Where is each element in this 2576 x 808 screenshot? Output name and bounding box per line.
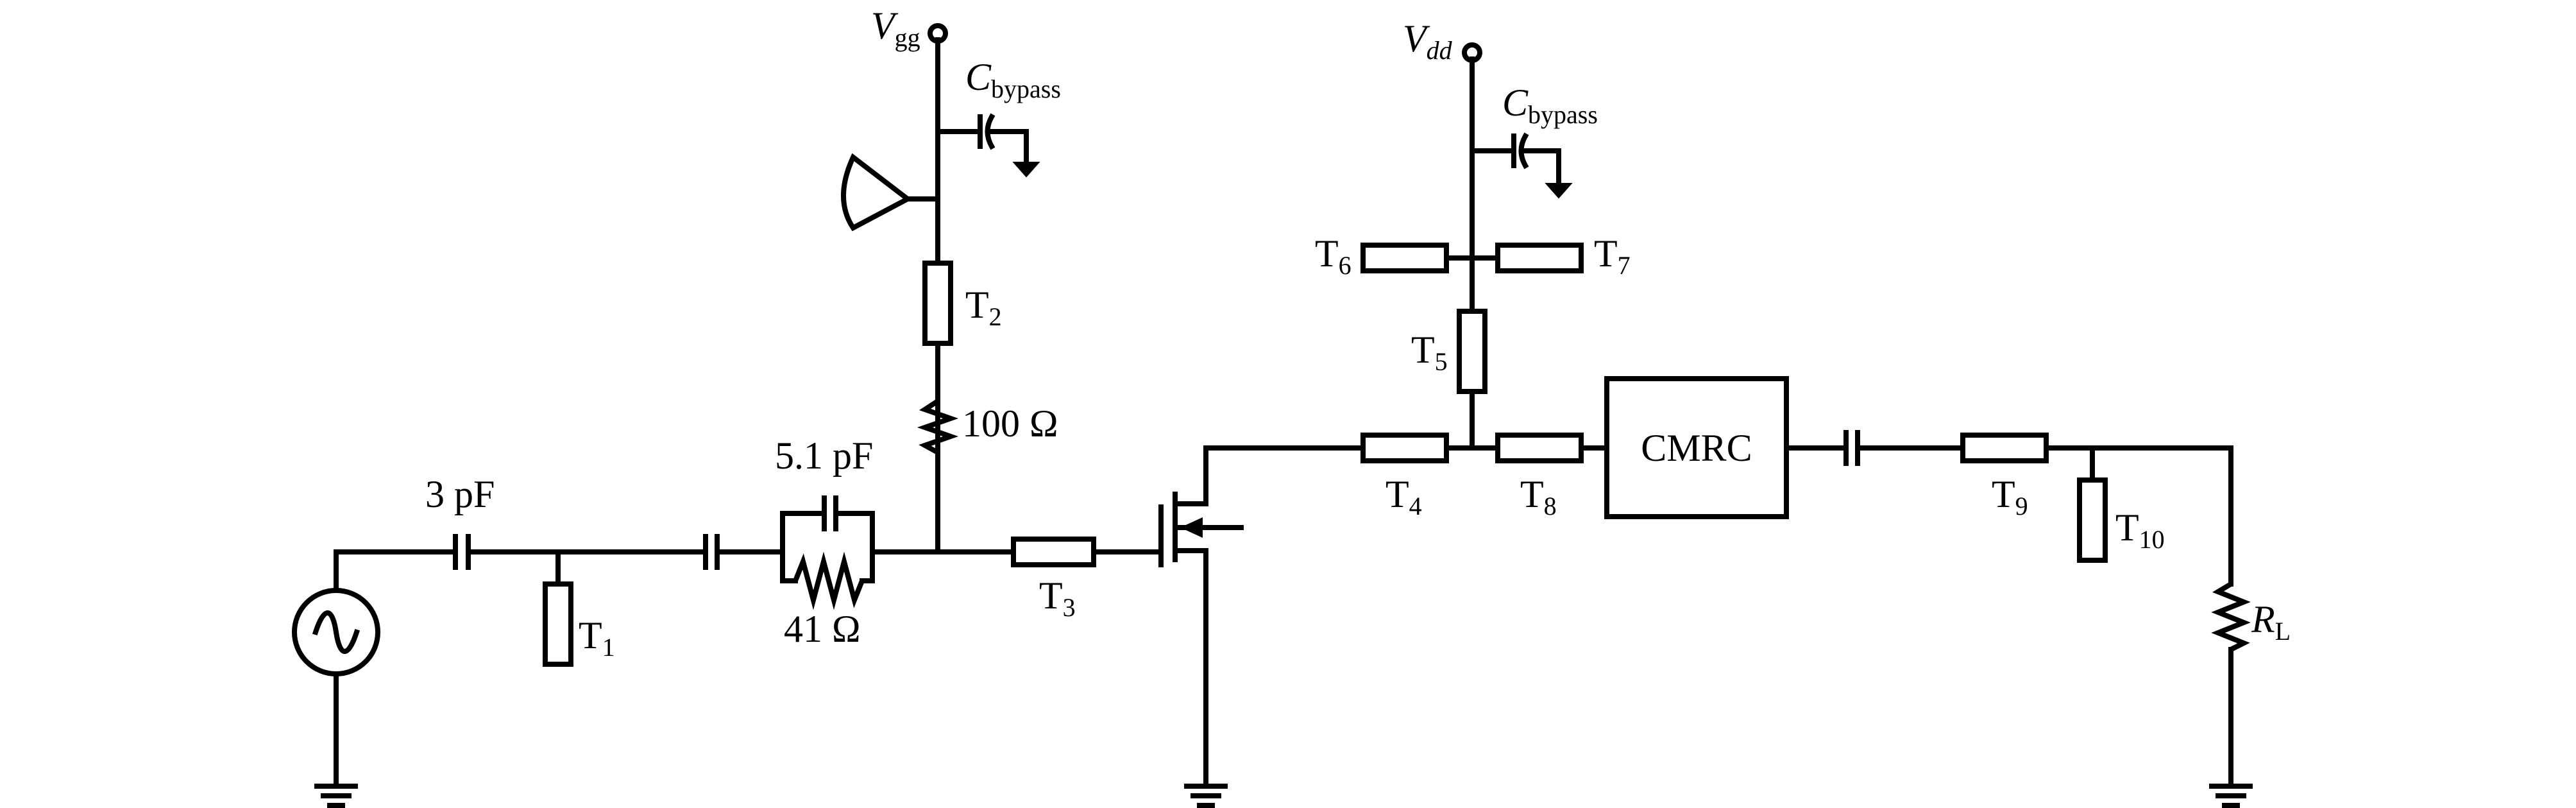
vgg-terminal: [928, 23, 948, 44]
label-t4: T4: [1385, 473, 1422, 520]
stub-t10: [2077, 477, 2108, 563]
line-t3: [1011, 537, 1096, 567]
label-t10: T10: [2115, 506, 2165, 554]
label-vgg: Vgg: [871, 4, 920, 52]
label-rl: RL: [2251, 598, 2291, 646]
gate-bypass-ground-icon: [1012, 162, 1040, 178]
ac-source: [292, 588, 380, 676]
resistor-100-ohm: [917, 396, 959, 455]
label-t9: T9: [1992, 473, 2028, 520]
line-t9: [1960, 433, 2049, 463]
label-t7: T7: [1594, 232, 1631, 280]
label-t5: T5: [1411, 329, 1448, 376]
label-cbypass-gate: Cbypass: [965, 56, 1061, 103]
label-vdd: Vdd: [1403, 17, 1453, 65]
stub-t1: [543, 581, 573, 667]
transistor-icon: [1158, 447, 1244, 789]
label-100-ohm: 100 Ω: [962, 402, 1058, 445]
label-5-1pf: 5.1 pF: [775, 434, 873, 477]
capacitor-bypass-gate: [935, 113, 1029, 166]
label-cbypass-drain: Cbypass: [1502, 82, 1598, 129]
drain-line: [1203, 445, 1366, 452]
label-41-ohm: 41 Ω: [784, 608, 861, 650]
load-ground-icon: [2209, 784, 2253, 808]
source-ground-icon: [314, 671, 358, 808]
drain-bypass-ground-icon: [1545, 183, 1573, 199]
label-3pf: 3 pF: [425, 473, 495, 515]
label-t8: T8: [1520, 473, 1557, 520]
line-t4: [1360, 433, 1449, 463]
label-t3: T3: [1039, 574, 1076, 622]
stub-t7: [1495, 243, 1584, 273]
rc-stabilizer: [780, 495, 875, 610]
stub-t6: [1360, 243, 1449, 273]
line-t2: [922, 261, 953, 346]
load-resistor: [2211, 581, 2251, 652]
label-t2: T2: [965, 284, 1002, 331]
capacitor-bypass-drain: [1470, 132, 1561, 187]
label-t6: T6: [1315, 232, 1352, 280]
vdd-terminal: [1462, 42, 1482, 63]
line-t8: [1495, 433, 1584, 463]
input-wire: [334, 549, 458, 593]
radial-stub: [841, 153, 940, 232]
label-t1: T1: [579, 614, 615, 662]
label-cmrc: CMRC: [1641, 427, 1752, 469]
line-t5: [1457, 309, 1487, 394]
transistor-ground-icon: [1184, 784, 1228, 808]
